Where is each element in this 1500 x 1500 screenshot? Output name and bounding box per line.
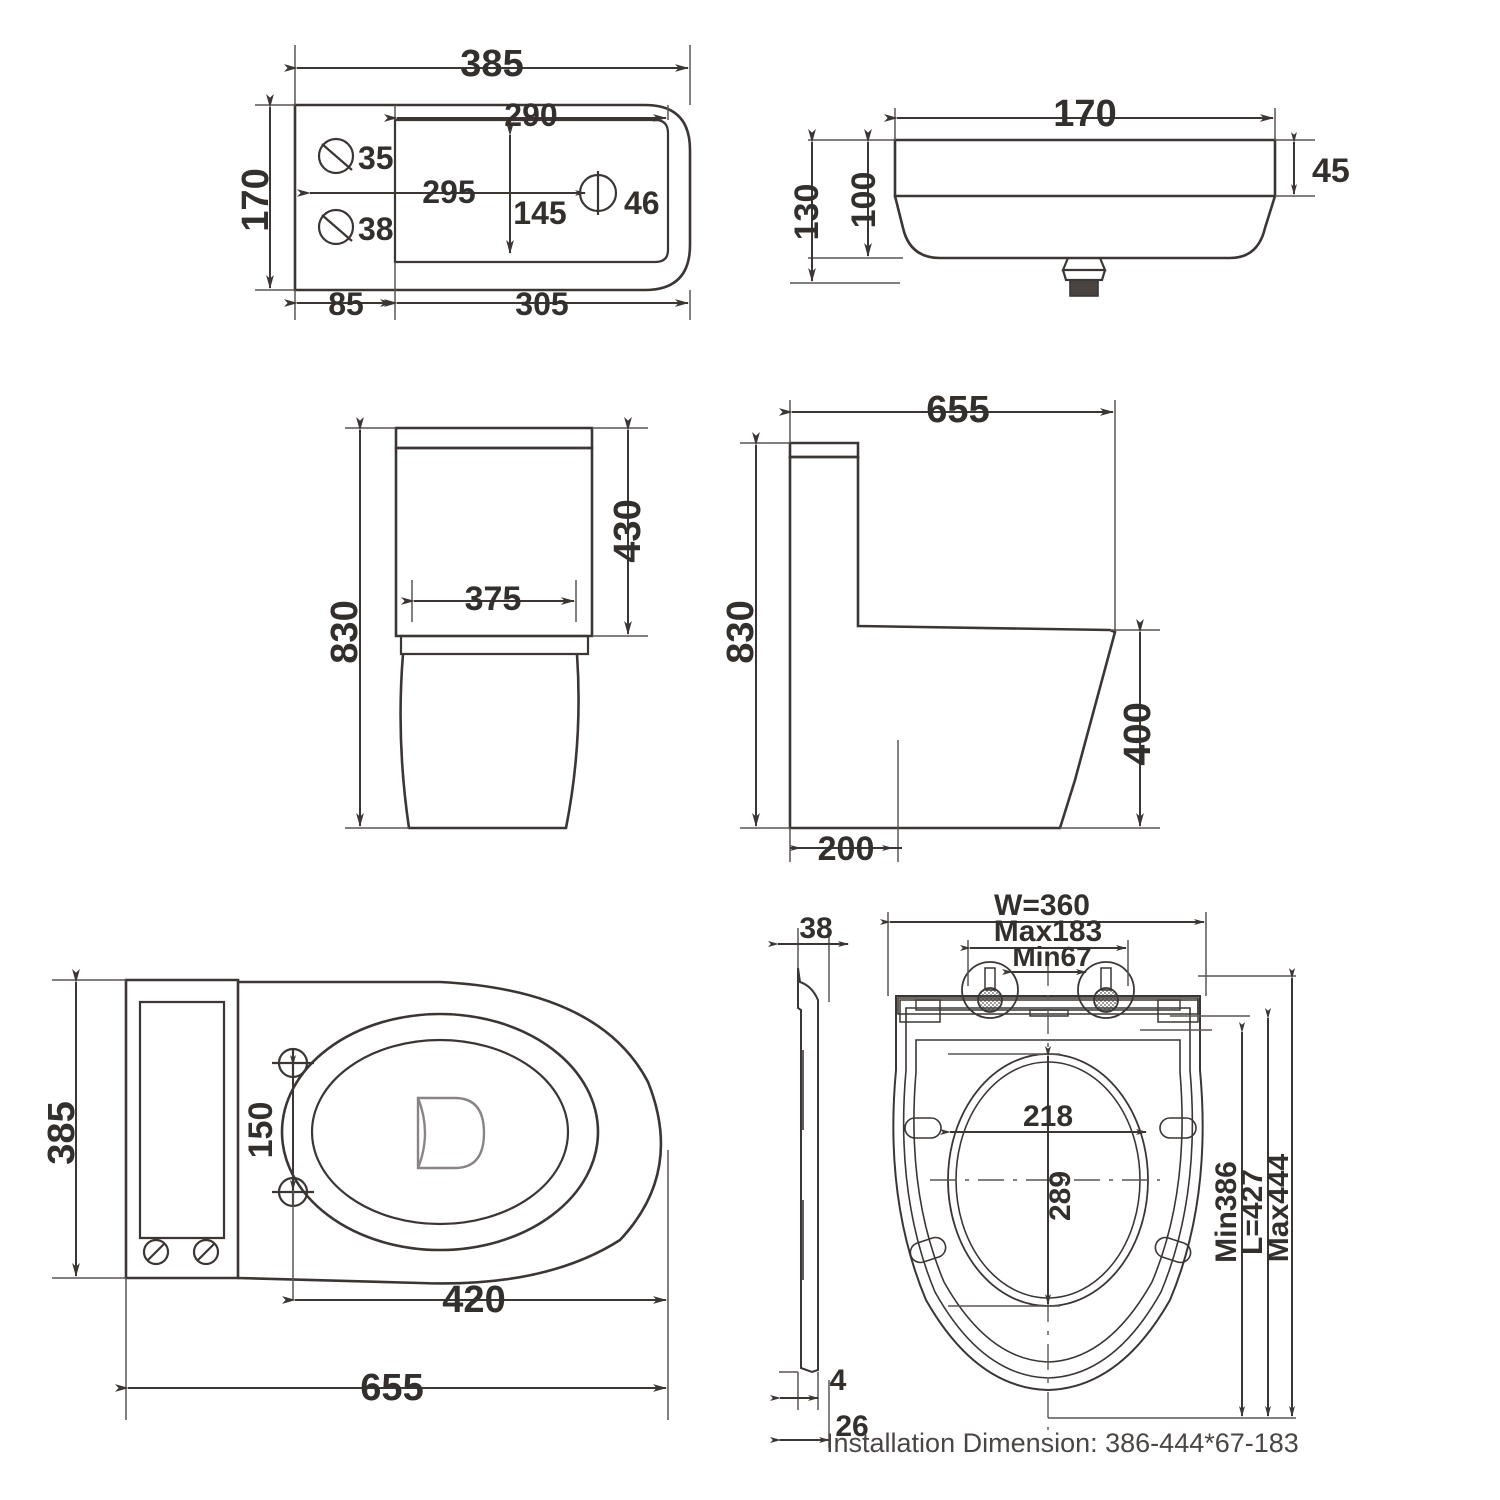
dim-seat-thickness: 4	[830, 1364, 847, 1397]
dim-seat-hinge-thickness: 38	[799, 912, 832, 945]
dim-basin-tap-to-front: 145	[513, 195, 566, 231]
dim-toilet-top-width: 385	[41, 1101, 83, 1164]
dim-basin-overall-depth: 170	[235, 168, 277, 231]
seat-hinge-right	[1077, 961, 1135, 1019]
dim-basin-waste-dia: 46	[624, 185, 660, 221]
dim-seat-length-min: Min386	[1210, 1161, 1243, 1263]
dim-toilet-seat-height: 400	[1117, 702, 1159, 765]
basin-section-extension-lines	[790, 108, 1315, 284]
dim-toilet-total-length: 655	[926, 389, 989, 431]
dim-basin-hole-dia-1: 35	[358, 140, 394, 176]
dim-toilet-side-height: 830	[720, 600, 762, 663]
dim-toilet-top-total-length: 655	[360, 1367, 423, 1409]
dim-seat-length-nominal: L=427	[1236, 1169, 1269, 1255]
dim-seat-bolt-min: Min67	[1012, 941, 1091, 972]
basin-section-dimension-lines	[808, 114, 1297, 282]
basin-plan-dimension-lines	[266, 64, 689, 307]
flush-feature-d-shape	[416, 1096, 486, 1170]
hole-diameter-symbol-38	[317, 208, 355, 246]
dim-bolt-spacing: 150	[242, 1102, 280, 1159]
dim-seat-inner-length: 289	[1044, 1171, 1077, 1221]
view-basin-section	[893, 138, 1277, 297]
installation-dimension-caption: Installation Dimension: 386-444*67-183	[826, 1428, 1299, 1458]
dim-seat-lid-offset: 26	[835, 1410, 868, 1443]
dim-basin-section-width: 170	[1053, 93, 1116, 135]
toilet-front-dimension-lines	[356, 417, 632, 827]
dim-basin-rim-height: 45	[1312, 152, 1350, 190]
dim-basin-bowl-width: 290	[504, 97, 557, 133]
view-toilet-side	[788, 441, 1117, 830]
waste-outlet-symbol	[578, 171, 618, 215]
dim-toilet-total-height: 830	[324, 600, 366, 663]
dim-basin-bowl-right-span: 305	[515, 286, 568, 322]
seat-plan-extension-lines	[887, 912, 1296, 1419]
dim-basin-hole-dia-2: 38	[358, 211, 394, 247]
dim-basin-overall-width: 385	[460, 43, 523, 85]
basin-plan-extension-lines	[255, 45, 691, 320]
view-seat-side-profile	[797, 967, 819, 1374]
hole-diameter-symbol-35	[317, 137, 355, 175]
dim-seat-inner-width: 218	[1023, 1100, 1073, 1133]
dim-basin-bowl-offset-left: 85	[328, 286, 364, 322]
toilet-side-dimension-lines	[752, 408, 1144, 851]
dim-basin-tap-to-edge: 295	[422, 174, 475, 210]
dim-basin-total-height: 130	[788, 184, 826, 241]
toilet-top-extension-lines	[52, 979, 669, 1420]
dim-seat-bolt-max: Max183	[994, 915, 1102, 948]
cistern-screw-left	[142, 1238, 170, 1266]
dim-cistern-height: 430	[607, 499, 649, 562]
dim-bowl-length: 420	[442, 1279, 505, 1321]
dim-basin-body-height: 100	[845, 172, 883, 229]
dim-seat-length-max: Max444	[1262, 1153, 1295, 1262]
dim-cistern-width: 375	[465, 580, 522, 618]
dim-seat-width: W=360	[994, 889, 1090, 922]
view-toilet-front	[394, 426, 594, 830]
dim-cistern-depth: 200	[818, 830, 875, 868]
seat-side-dimension-lines	[768, 941, 849, 1443]
seat-bumper-pads	[904, 1117, 1197, 1264]
cistern-screw-right	[192, 1238, 220, 1266]
toilet-front-extension-lines	[345, 427, 648, 829]
seat-plan-dimension-lines	[880, 919, 1295, 1417]
toilet-top-dimension-lines	[72, 969, 667, 1392]
seat-hinge-left	[961, 961, 1019, 1019]
view-toilet-top	[124, 978, 663, 1285]
